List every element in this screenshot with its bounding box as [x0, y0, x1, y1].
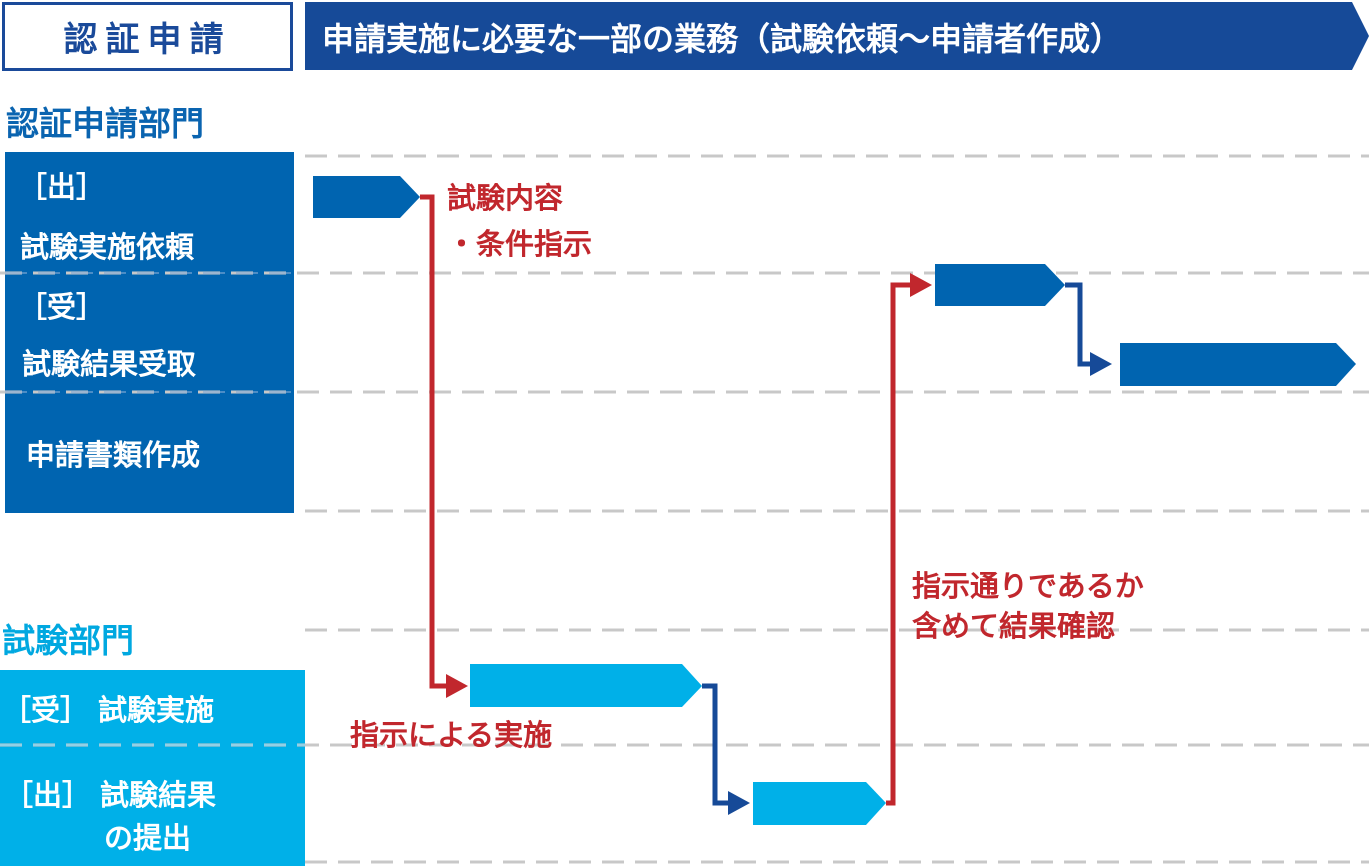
- dept-title-test: 試験部門: [2, 621, 134, 660]
- row-tag: ［受］: [2, 693, 90, 727]
- note-check-1: 指示通りであるか: [912, 569, 1144, 603]
- row-label: 試験結果受取: [22, 347, 197, 381]
- note-check-2: 含めて結果確認: [912, 609, 1116, 643]
- flow-connector: [1065, 282, 1092, 367]
- row-tag: ［出］: [18, 170, 106, 204]
- arrowhead-icon: [728, 791, 750, 815]
- task-submit-result: [753, 782, 886, 825]
- arrowhead-icon: [1090, 352, 1112, 376]
- header-banner: [305, 2, 1369, 70]
- task-receive-result: [935, 264, 1065, 306]
- grid-lines: [0, 154, 1369, 864]
- row-label: 申請書類作成: [26, 438, 201, 472]
- row-label: 試験実施: [98, 693, 215, 727]
- row-tag: ［出］: [4, 778, 92, 812]
- note-instruction-1: 試験内容: [447, 181, 564, 215]
- flow-result-check: [886, 282, 912, 806]
- row-label-cont: の提出: [104, 821, 192, 855]
- arrowhead-icon: [446, 674, 468, 698]
- row-label: 試験結果: [100, 778, 217, 812]
- category-label: 認証申請: [2, 2, 293, 71]
- cert-dept-block: [5, 152, 294, 513]
- row-label: 試験実施依頼: [20, 230, 195, 264]
- row-tag: ［受］: [18, 290, 106, 324]
- arrowhead-icon: [910, 273, 932, 297]
- note-instruction-2: ・条件指示: [447, 227, 593, 261]
- task-conduct-test: [470, 664, 702, 707]
- dept-title-cert: 認証申請部門: [6, 104, 204, 143]
- page-title: 申請実施に必要な一部の業務（試験依頼〜申請者作成）: [322, 20, 1123, 58]
- task-request-test: [313, 176, 420, 218]
- task-create-docs: [1120, 343, 1356, 386]
- flow-instruction: [420, 194, 448, 689]
- note-execution: 指示による実施: [350, 718, 553, 752]
- test-dept-block: [0, 670, 305, 866]
- flow-connector: [702, 683, 730, 806]
